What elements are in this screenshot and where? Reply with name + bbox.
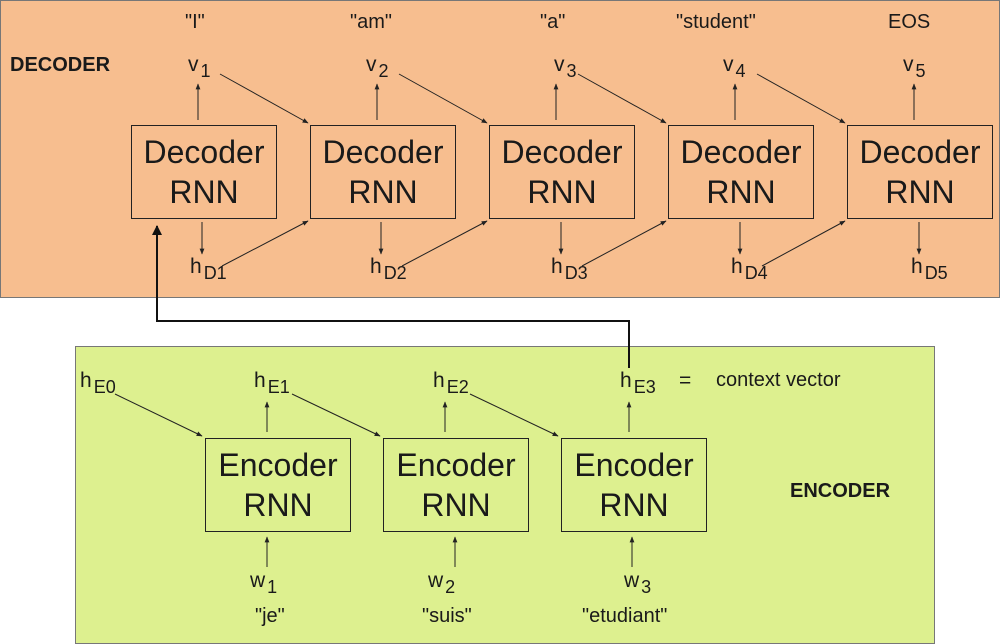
h-symbol: h	[911, 255, 923, 278]
v-subscript: 1	[200, 61, 211, 81]
h-symbol: h	[80, 369, 92, 392]
v-symbol: v	[188, 53, 199, 76]
box-title: Decoder	[322, 134, 444, 170]
w-subscript: 1	[267, 577, 278, 597]
box-title: Encoder	[574, 447, 694, 483]
h-subscript: E1	[267, 377, 290, 397]
box-subtitle: RNN	[706, 174, 776, 210]
box-title: Decoder	[501, 134, 623, 170]
h-subscript: E2	[446, 377, 469, 397]
v-subscript: 5	[915, 61, 926, 81]
equals-sign: =	[679, 369, 692, 392]
box-subtitle: RNN	[421, 487, 491, 523]
decoder-output-word: "I"	[185, 11, 205, 33]
h-symbol: h	[731, 255, 743, 278]
v-subscript: 2	[378, 61, 389, 81]
box-title: Decoder	[143, 134, 265, 170]
h-symbol: h	[433, 369, 445, 392]
w-symbol: w	[250, 569, 266, 592]
h-symbol: h	[370, 255, 382, 278]
encoder-section-label: ENCODER	[790, 480, 891, 502]
w-symbol: w	[624, 569, 640, 592]
box-subtitle: RNN	[169, 174, 239, 210]
context-vector-label: context vector	[716, 369, 841, 391]
decoder-section-label: DECODER	[10, 54, 111, 76]
box-subtitle: RNN	[243, 487, 313, 523]
h-subscript: D2	[383, 263, 407, 283]
decoder-output-word: "am"	[350, 11, 392, 33]
encoder-input-word: "je"	[255, 605, 285, 627]
decoder-output-word: EOS	[888, 11, 931, 33]
h-subscript: D4	[744, 263, 768, 283]
h-symbol: h	[254, 369, 266, 392]
v-symbol: v	[366, 53, 377, 76]
encoder-input-word: "etudiant"	[582, 605, 668, 627]
encoder-input-word: "suis"	[422, 605, 472, 627]
decoder-output-word: "student"	[676, 11, 756, 33]
h-subscript: D1	[203, 263, 227, 283]
box-title: Decoder	[859, 134, 981, 170]
box-title: Decoder	[680, 134, 802, 170]
h-subscript: D5	[924, 263, 948, 283]
v-symbol: v	[723, 53, 734, 76]
v-subscript: 3	[566, 61, 577, 81]
box-subtitle: RNN	[599, 487, 669, 523]
h-symbol: h	[551, 255, 563, 278]
box-subtitle: RNN	[885, 174, 955, 210]
w-subscript: 2	[445, 577, 456, 597]
box-title: Encoder	[218, 447, 338, 483]
h-subscript: E3	[633, 377, 656, 397]
v-symbol: v	[554, 53, 565, 76]
v-subscript: 4	[735, 61, 746, 81]
box-title: Encoder	[396, 447, 516, 483]
decoder-output-word: "a"	[540, 11, 566, 33]
v-symbol: v	[903, 53, 914, 76]
h-symbol: h	[620, 369, 632, 392]
w-symbol: w	[428, 569, 444, 592]
h-subscript: E0	[93, 377, 116, 397]
box-subtitle: RNN	[348, 174, 418, 210]
box-subtitle: RNN	[527, 174, 597, 210]
w-subscript: 3	[641, 577, 652, 597]
h-symbol: h	[190, 255, 202, 278]
h-subscript: D3	[564, 263, 588, 283]
